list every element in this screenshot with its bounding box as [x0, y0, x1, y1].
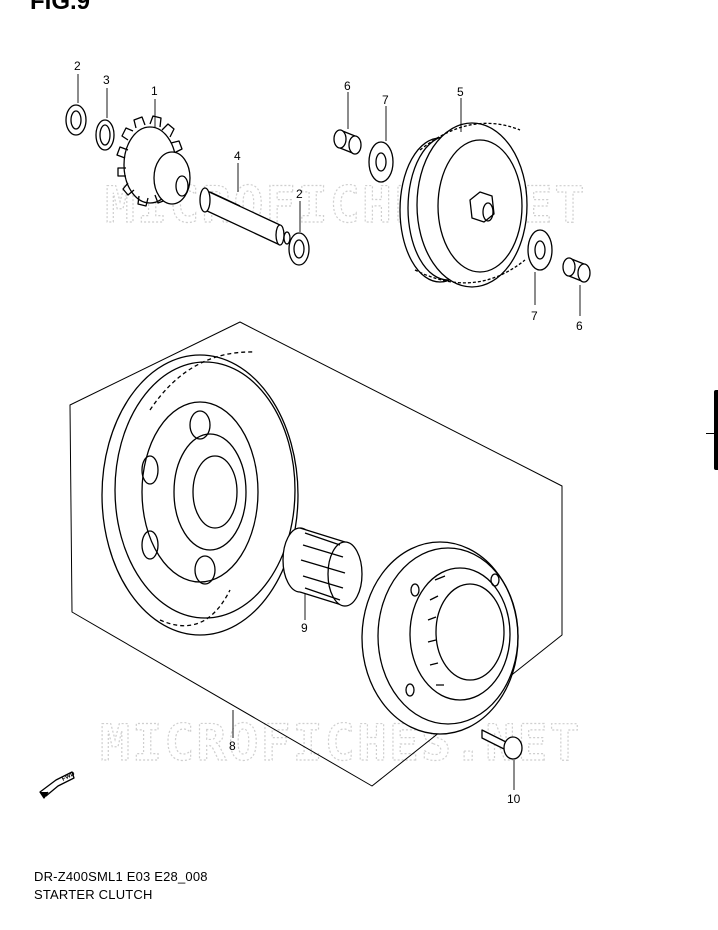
needle-bearing-9	[282, 527, 363, 607]
callout-5: 5	[457, 85, 464, 99]
bushing-6a	[333, 129, 362, 155]
callout-10: 10	[507, 792, 521, 806]
starter-driven-gear-5	[399, 122, 528, 288]
bushing-6b	[562, 257, 591, 283]
callout-8: 8	[229, 739, 236, 753]
washer-7a	[368, 141, 394, 183]
callout-6b: 6	[576, 319, 583, 333]
figure-title: STARTER CLUTCH	[34, 887, 153, 902]
callout-2b: 2	[296, 187, 303, 201]
callout-9: 9	[301, 621, 308, 635]
callout-2a: 2	[74, 59, 81, 73]
callout-7a: 7	[382, 93, 389, 107]
callout-3: 3	[103, 73, 110, 87]
edge-marker	[714, 390, 718, 470]
bolt-10	[481, 729, 523, 760]
callout-1: 1	[151, 84, 158, 98]
washer-7b	[527, 229, 553, 271]
shaft-4	[199, 187, 291, 246]
edge-tick	[706, 433, 718, 434]
leader-lines	[77, 74, 581, 790]
callout-6a: 6	[344, 79, 351, 93]
washer-2b	[288, 232, 310, 266]
starter-clutch-gear	[101, 351, 299, 636]
figure-code: DR-Z400SML1 E03 E28_008	[34, 869, 208, 884]
figure-number: FIG.9	[30, 0, 91, 15]
one-way-clutch	[361, 541, 519, 735]
circlip-3	[95, 119, 115, 151]
fwd-arrow-icon	[39, 771, 75, 799]
callout-4: 4	[234, 149, 241, 163]
assembly-box-8	[69, 321, 563, 787]
callout-7b: 7	[531, 309, 538, 323]
idle-gear-1	[116, 115, 191, 207]
washer-2a	[65, 104, 87, 136]
